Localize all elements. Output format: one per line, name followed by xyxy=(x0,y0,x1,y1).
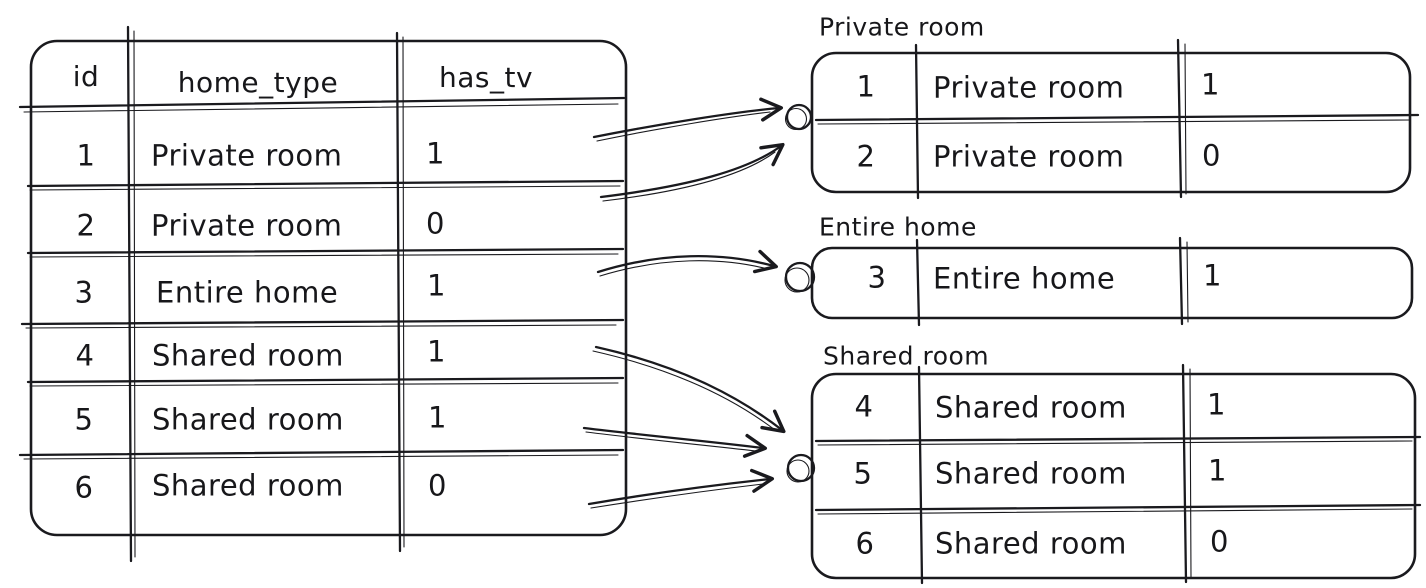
source-row-1-home-type: Private room xyxy=(151,138,343,173)
source-row-1-id: 1 xyxy=(76,138,96,173)
group-shared-row-3-has-tv: 0 xyxy=(1210,524,1229,559)
group-private-row-1-id: 1 xyxy=(856,69,876,104)
group-private-row-2-id: 2 xyxy=(856,139,876,174)
source-row-2-home-type: Private room xyxy=(151,208,343,243)
source-row-3-id: 3 xyxy=(74,275,94,310)
source-header-home-type: home_type xyxy=(177,66,339,99)
source-row-2-has-tv: 0 xyxy=(426,206,445,241)
group-private-room-title: Private room xyxy=(819,12,985,42)
group-entire-row-1-id: 3 xyxy=(867,260,887,295)
source-row-4-home-type: Shared room xyxy=(152,338,344,373)
source-header-has-tv: has_tv xyxy=(438,61,534,94)
source-row-5-has-tv: 1 xyxy=(428,400,447,435)
group-shared-row-2-id: 5 xyxy=(853,456,873,491)
group-private-row-2-has-tv: 0 xyxy=(1202,138,1221,173)
source-row-6-has-tv: 0 xyxy=(428,468,447,503)
source-row-5-home-type: Shared room xyxy=(152,402,344,437)
group-shared-row-1-id: 4 xyxy=(854,389,874,424)
group-shared-row-2-home-type: Shared room xyxy=(935,456,1127,491)
source-row-2-id: 2 xyxy=(76,208,96,243)
source-row-6-home-type: Shared room xyxy=(152,468,344,503)
group-entire-home-title: Entire home xyxy=(819,212,977,242)
group-shared-room-title: Shared room xyxy=(823,341,990,371)
group-shared-row-2-has-tv: 1 xyxy=(1208,453,1227,488)
group-private-row-1-has-tv: 1 xyxy=(1201,67,1220,102)
source-row-1-has-tv: 1 xyxy=(426,136,445,171)
source-row-5-id: 5 xyxy=(74,402,94,437)
source-row-3-home-type: Entire home xyxy=(156,275,339,310)
group-private-row-2-home-type: Private room xyxy=(933,139,1125,174)
group-entire-row-1-home-type: Entire home xyxy=(933,261,1116,296)
source-header-id: id xyxy=(72,60,100,93)
group-shared-row-1-has-tv: 1 xyxy=(1207,387,1226,422)
source-row-3-has-tv: 1 xyxy=(427,268,446,303)
group-shared-row-3-id: 6 xyxy=(855,526,875,561)
source-row-6-id: 6 xyxy=(74,470,94,505)
source-row-4-has-tv: 1 xyxy=(427,334,446,369)
group-shared-row-1-home-type: Shared room xyxy=(935,390,1127,425)
source-row-4-id: 4 xyxy=(75,338,95,373)
group-private-row-1-home-type: Private room xyxy=(933,70,1125,105)
group-shared-row-3-home-type: Shared room xyxy=(935,526,1127,561)
group-entire-row-1-has-tv: 1 xyxy=(1203,258,1222,293)
